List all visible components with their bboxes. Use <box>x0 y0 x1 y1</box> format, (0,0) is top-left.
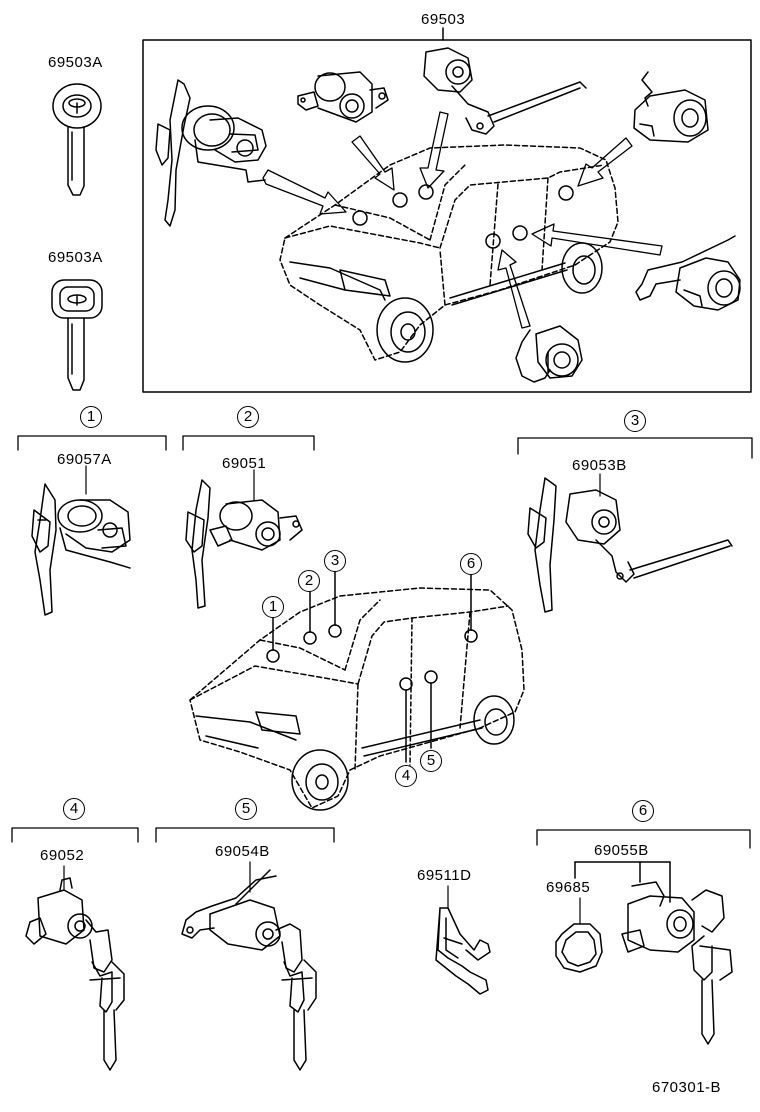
lock-set-5-icon <box>182 870 316 1070</box>
part-label-69511d: 69511D <box>417 867 472 884</box>
diagram-code: 670301-B <box>652 1079 722 1096</box>
car-callout-5: 5 <box>420 750 442 772</box>
car-callout-3: 3 <box>324 550 346 572</box>
lock-set-4-icon <box>26 878 124 1070</box>
top-rear-quarter-lock-icon <box>634 72 708 142</box>
leader-ticks <box>64 466 600 924</box>
group-number-1: 1 <box>80 406 102 428</box>
lock-set-1-icon <box>32 484 130 615</box>
ring-69685-icon <box>556 924 602 972</box>
part-label-69503a-bottom: 69503A <box>48 249 103 266</box>
car-callout-6: 6 <box>460 553 482 575</box>
top-side-door-lock-icon <box>516 326 582 382</box>
car-callout-1: 1 <box>262 596 284 618</box>
key-blank-2-icon <box>52 280 102 390</box>
part-label-69057a: 69057A <box>57 451 112 468</box>
group-number-3: 3 <box>624 410 646 432</box>
part-label-69053b: 69053B <box>572 457 627 474</box>
part-label-69054b: 69054B <box>215 843 270 860</box>
part-label-69685: 69685 <box>546 879 591 896</box>
lock-set-2-icon <box>186 480 302 608</box>
part-label-69503: 69503 <box>421 11 466 28</box>
top-sliding-door-lock-icon <box>636 236 740 310</box>
top-arrows <box>263 112 662 328</box>
part-label-69052: 69052 <box>40 847 85 864</box>
car-callout-2: 2 <box>298 570 320 592</box>
car-callout-4: 4 <box>395 765 417 787</box>
top-front-door-lock-icon <box>156 80 266 226</box>
top-vehicle-illustration <box>280 145 618 362</box>
part-label-69503a-top: 69503A <box>48 54 103 71</box>
group-number-6: 6 <box>632 800 654 822</box>
middle-vehicle-illustration <box>190 572 524 810</box>
top-tailgate-lock-icon <box>298 72 388 122</box>
part-label-69055b: 69055B <box>594 842 649 859</box>
part-label-69051: 69051 <box>222 455 267 472</box>
lock-set-3-icon <box>528 478 732 612</box>
lock-set-6-icon <box>575 862 732 1044</box>
top-frame <box>143 28 751 392</box>
group-number-4: 4 <box>63 798 85 820</box>
key-blank-1-icon <box>53 84 101 195</box>
group-brackets <box>12 436 752 848</box>
group-number-5: 5 <box>235 798 257 820</box>
group-number-2: 2 <box>237 406 259 428</box>
top-hatch-lock-icon <box>424 48 586 134</box>
clip-69511d-icon <box>436 908 490 994</box>
